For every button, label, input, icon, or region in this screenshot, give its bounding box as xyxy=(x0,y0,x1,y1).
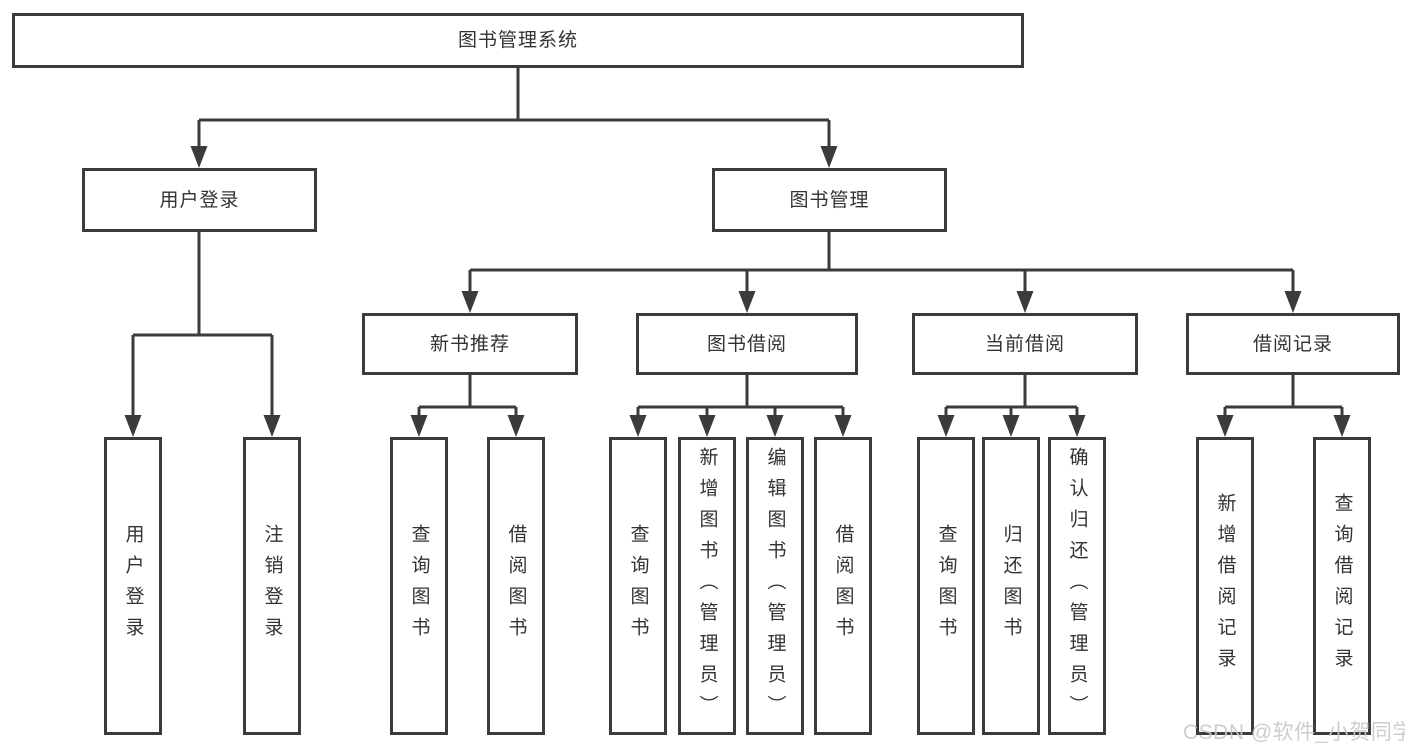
node-leaf-return-book: 归还图书 xyxy=(982,437,1040,735)
node-user-login: 用户登录 xyxy=(82,168,317,232)
node-leaf-query-borrow-record: 查询借阅记录 xyxy=(1313,437,1371,735)
node-leaf-user-login: 用户登录 xyxy=(104,437,162,735)
node-leaf-query-book-1: 查询图书 xyxy=(390,437,448,735)
node-leaf-add-book-admin: 新增图书（管理员） xyxy=(678,437,736,735)
node-leaf-logout: 注销登录 xyxy=(243,437,301,735)
csdn-watermark: CSDN @软件_小贺同学 xyxy=(1183,721,1405,744)
node-leaf-query-book-2: 查询图书 xyxy=(609,437,667,735)
node-current-borrow: 当前借阅 xyxy=(912,313,1138,375)
node-leaf-edit-book-admin: 编辑图书（管理员） xyxy=(746,437,804,735)
node-leaf-query-book-3: 查询图书 xyxy=(917,437,975,735)
node-leaf-borrow-book-2: 借阅图书 xyxy=(814,437,872,735)
node-new-book-recommend: 新书推荐 xyxy=(362,313,578,375)
node-leaf-borrow-book-1: 借阅图书 xyxy=(487,437,545,735)
node-book-borrow: 图书借阅 xyxy=(636,313,858,375)
node-borrow-record: 借阅记录 xyxy=(1186,313,1400,375)
node-root: 图书管理系统 xyxy=(12,13,1024,68)
node-leaf-add-borrow-record: 新增借阅记录 xyxy=(1196,437,1254,735)
node-leaf-confirm-return-admin: 确认归还（管理员） xyxy=(1048,437,1106,735)
node-book-management: 图书管理 xyxy=(712,168,947,232)
